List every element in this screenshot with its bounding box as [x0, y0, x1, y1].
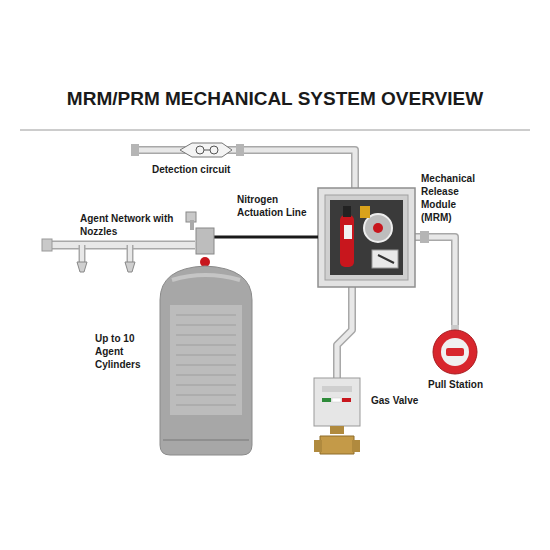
agent-network-pipe	[45, 245, 195, 262]
gas-valve-pipe	[337, 287, 352, 378]
nitrogen-line	[212, 236, 318, 239]
fusible-link-symbol	[180, 143, 232, 157]
nozzle	[77, 262, 87, 272]
callout-label: Detection circuit	[152, 163, 272, 176]
mrm-enclosure	[318, 188, 415, 287]
pipe-fitting	[420, 231, 429, 243]
diagram-title: MRM/PRM MECHANICAL SYSTEM OVERVIEW	[0, 88, 550, 110]
pipe-fitting	[131, 144, 139, 156]
gas-valve	[314, 378, 360, 454]
agent-cylinder	[160, 266, 252, 455]
title-rule	[20, 130, 530, 131]
callout-label: Nitrogen Actuation Line	[237, 193, 322, 219]
callout-label: Up to 10 Agent Cylinders	[95, 332, 153, 371]
pull-station	[433, 325, 477, 374]
callout-label: Gas Valve	[371, 394, 441, 407]
callout-label: Mechanical Release Module (MRM)	[421, 172, 485, 224]
callout-label: Agent Network with Nozzles	[80, 212, 175, 238]
nozzle	[125, 262, 135, 272]
detection-pipe	[135, 150, 355, 190]
pull-station-pipe	[415, 237, 455, 330]
pipe-fitting	[236, 144, 244, 156]
pipe-cap	[42, 239, 52, 251]
callout-label: Pull Station	[428, 378, 508, 391]
cylinder-valve	[186, 212, 214, 267]
